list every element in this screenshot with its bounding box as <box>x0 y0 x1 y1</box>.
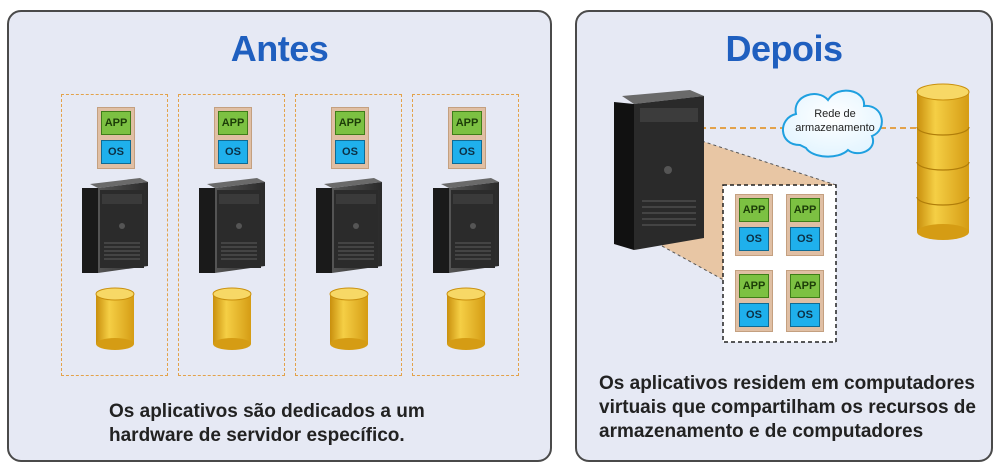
caption-before: Os aplicativos são dedicados a um hardwa… <box>109 401 425 446</box>
app-badge: APP <box>335 111 365 135</box>
app-badge: APP <box>739 198 769 222</box>
server-icon-large <box>614 90 704 250</box>
database-stack-icon <box>916 83 970 240</box>
os-badge: OS <box>452 140 482 164</box>
vm-stack: APP OS <box>786 194 824 256</box>
os-badge: OS <box>739 303 769 327</box>
app-os-stack: APP OS <box>331 107 369 169</box>
server-group-4: APP OS <box>412 94 519 376</box>
title-after: Depois <box>725 28 843 69</box>
server-icon <box>316 178 382 273</box>
vm-stack: APP OS <box>786 270 824 332</box>
caption-after: Os aplicativos residem em computadores v… <box>599 373 976 442</box>
vm-stack: APP OS <box>735 194 773 256</box>
os-badge: OS <box>739 227 769 251</box>
os-badge: OS <box>790 303 820 327</box>
app-badge: APP <box>790 198 820 222</box>
vm-stack: APP OS <box>735 270 773 332</box>
app-badge: APP <box>739 274 769 298</box>
server-icon <box>199 178 265 273</box>
app-badge: APP <box>101 111 131 135</box>
database-icon <box>446 287 486 350</box>
server-icon <box>82 178 148 273</box>
app-os-stack: APP OS <box>97 107 135 169</box>
server-icon <box>433 178 499 273</box>
database-icon <box>329 287 369 350</box>
os-badge: OS <box>101 140 131 164</box>
app-os-stack: APP OS <box>214 107 252 169</box>
os-badge: OS <box>790 227 820 251</box>
app-badge: APP <box>218 111 248 135</box>
title-before: Antes <box>230 28 329 69</box>
database-icon <box>95 287 135 350</box>
database-icon <box>212 287 252 350</box>
app-badge: APP <box>790 274 820 298</box>
server-group-3: APP OS <box>295 94 402 376</box>
os-badge: OS <box>335 140 365 164</box>
os-badge: OS <box>218 140 248 164</box>
server-group-1: APP OS <box>61 94 168 376</box>
cloud-icon <box>782 89 883 158</box>
server-group-2: APP OS <box>178 94 285 376</box>
cloud-label: Rede de armazenamento <box>795 108 875 134</box>
app-badge: APP <box>452 111 482 135</box>
app-os-stack: APP OS <box>448 107 486 169</box>
